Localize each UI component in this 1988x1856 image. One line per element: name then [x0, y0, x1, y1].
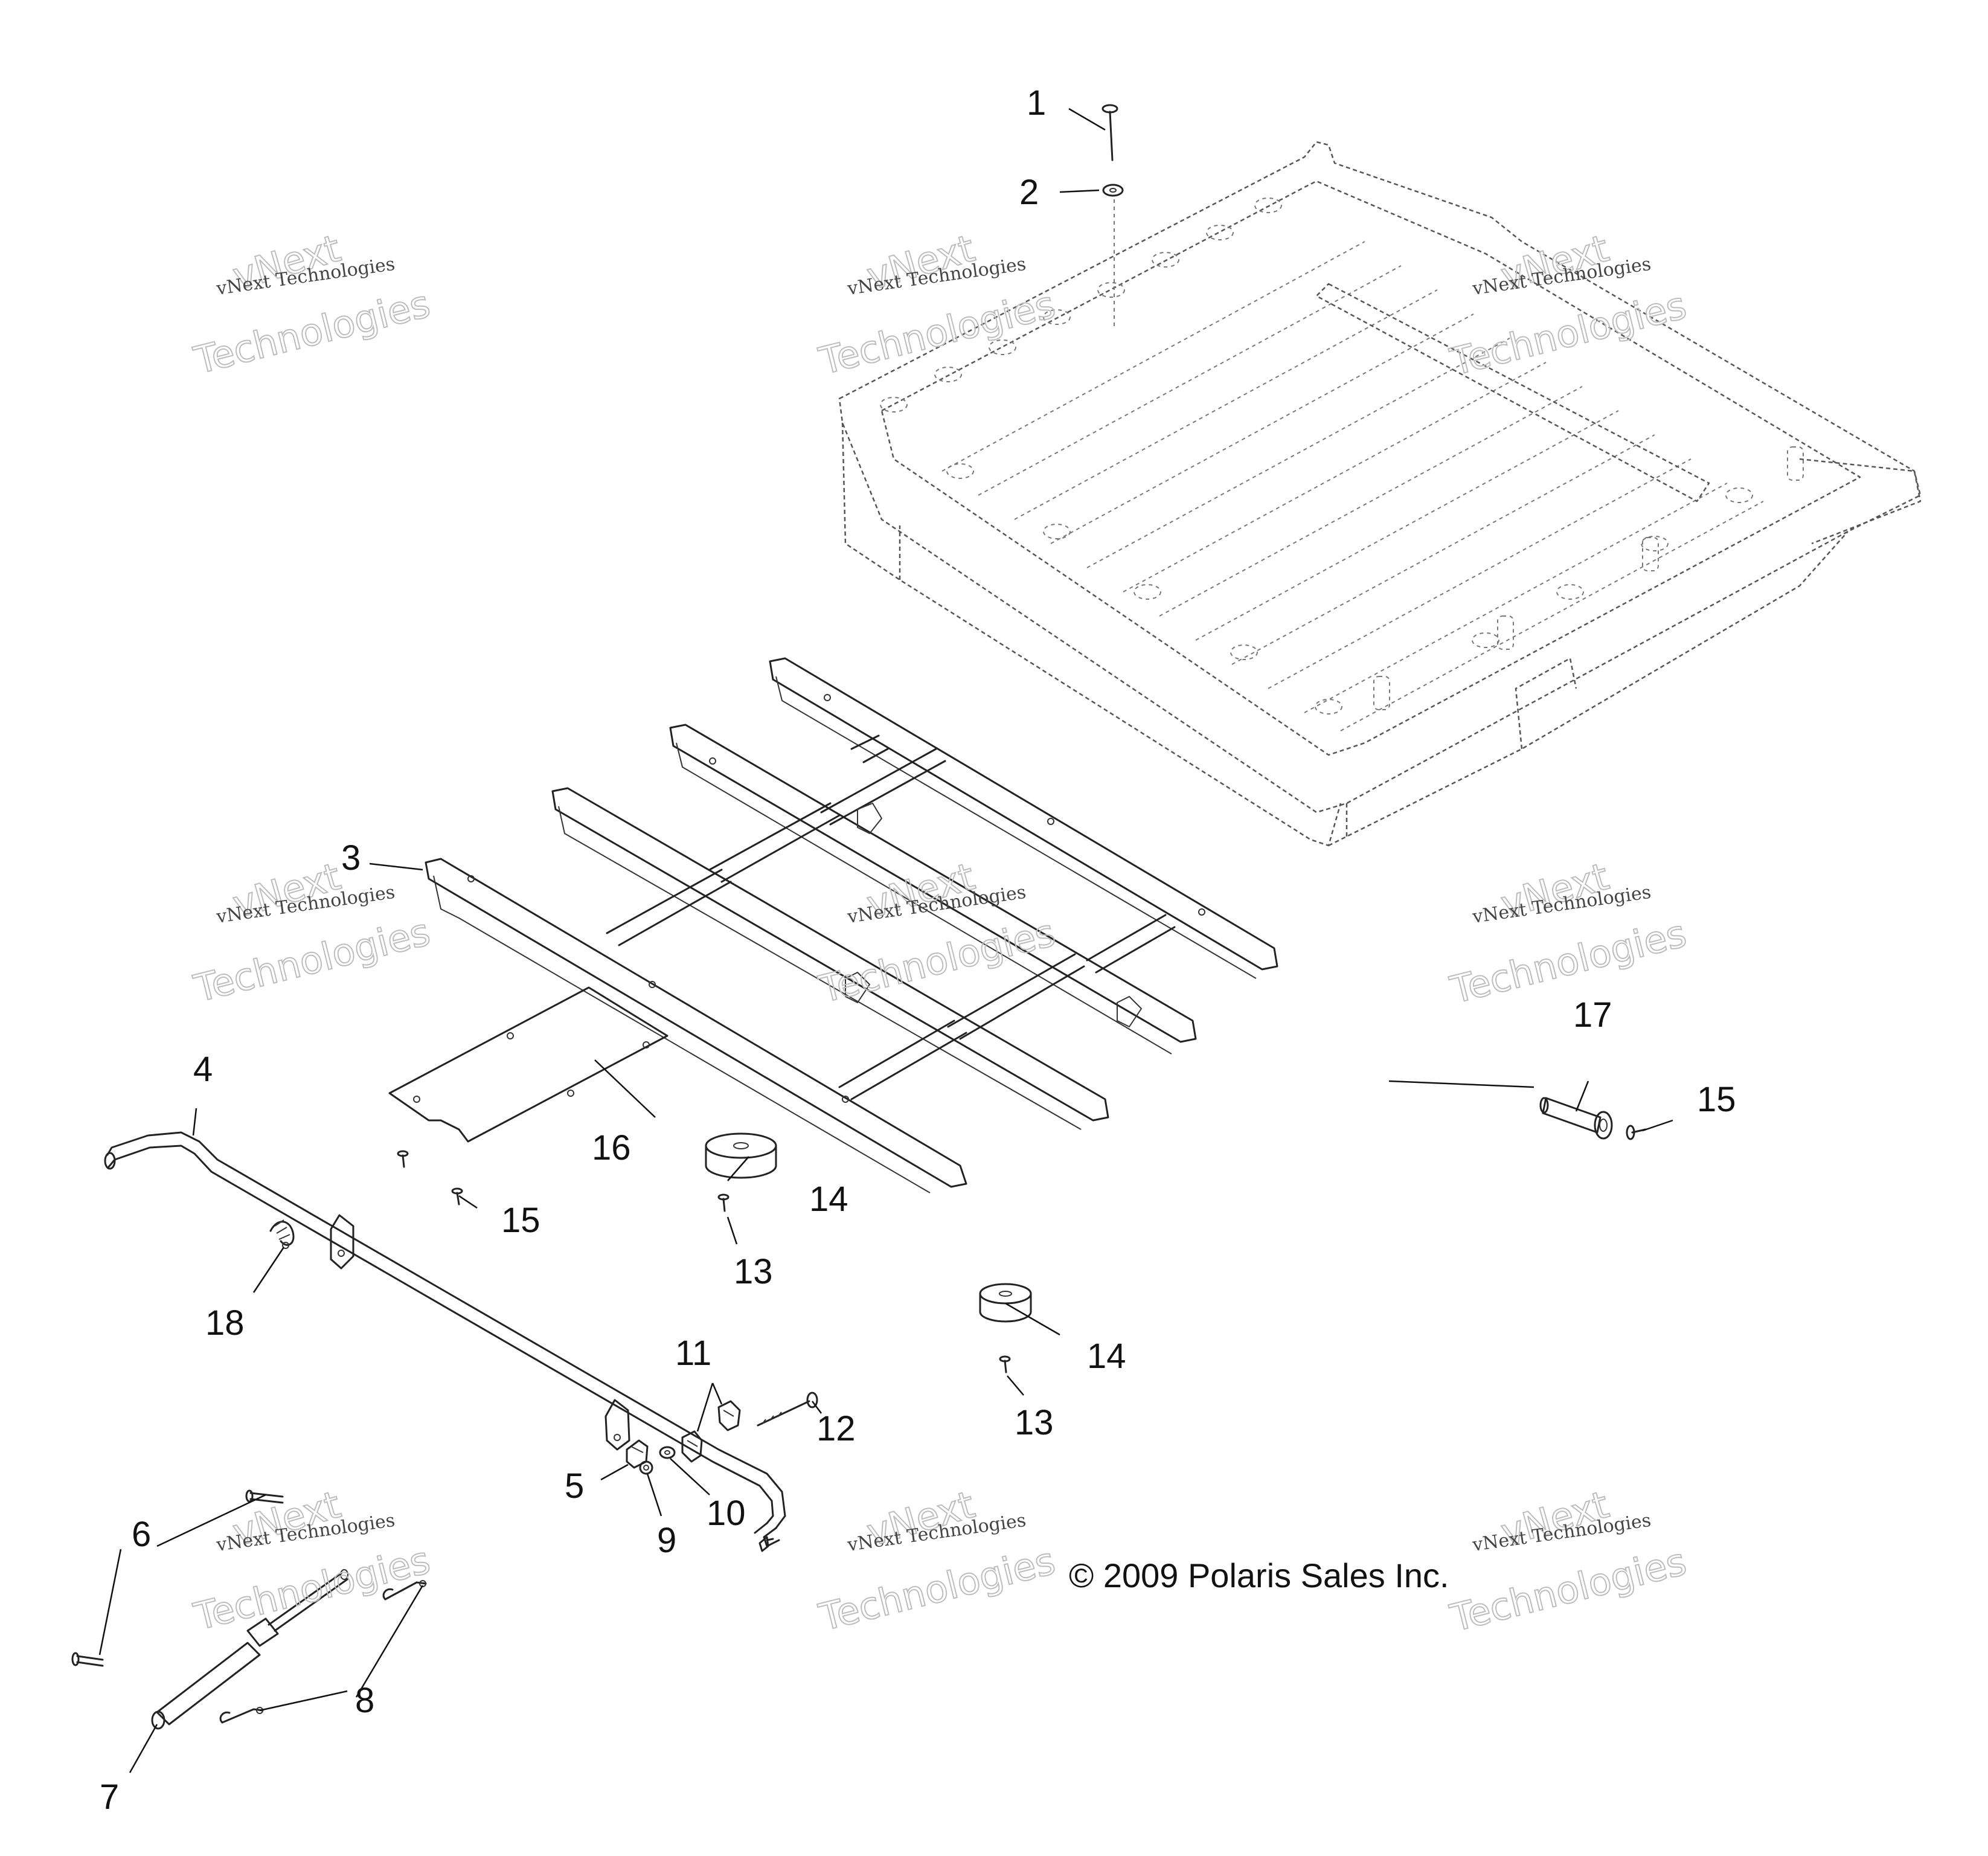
screw-part-15c — [1626, 1125, 1647, 1140]
callout-3: 3 — [341, 838, 361, 878]
bolt-part-1 — [1101, 104, 1118, 161]
callout-14-lower: 14 — [1087, 1337, 1126, 1376]
bolt-part-12 — [757, 1392, 818, 1427]
watermark-5: vNext vNext Technologies Technologies — [814, 853, 1060, 1012]
callout-4: 4 — [193, 1050, 213, 1089]
callout-1: 1 — [1027, 83, 1046, 123]
callout-6: 6 — [132, 1515, 151, 1554]
callout-7: 7 — [100, 1777, 119, 1817]
callout-13-upper: 13 — [734, 1252, 773, 1291]
watermark-2: vNext vNext Technologies Technologies — [814, 225, 1060, 384]
clamp-part-11a — [681, 1430, 703, 1463]
lever-rod-part-4 — [104, 1131, 786, 1552]
callout-11: 11 — [675, 1334, 711, 1373]
pin-part-6b — [71, 1652, 104, 1667]
screw-part-15b — [451, 1187, 463, 1206]
callout-15-right: 15 — [1697, 1080, 1736, 1119]
clamp-part-11b — [717, 1400, 741, 1431]
bumper-part-14a — [705, 1132, 777, 1179]
watermarks: vNext vNext Technologies Technologies vN… — [189, 225, 1691, 1641]
callout-8: 8 — [355, 1681, 374, 1720]
clip-part-8b — [219, 1707, 264, 1724]
watermark-1: vNext vNext Technologies Technologies — [189, 225, 435, 383]
callout-2: 2 — [1019, 173, 1039, 212]
watermark-8: vNext vNext Technologies Technologies — [814, 1482, 1060, 1640]
cargo-box — [838, 141, 1922, 847]
watermark-4: vNext vNext Technologies Technologies — [189, 853, 435, 1011]
washer-part-10 — [659, 1446, 676, 1459]
callout-labels: 1 2 3 4 5 6 7 8 9 10 11 12 13 13 14 14 1… — [100, 83, 1736, 1817]
spring-clip-part-18 — [269, 1219, 295, 1249]
screw-part-15a — [397, 1150, 409, 1168]
callout-13-lower: 13 — [1015, 1403, 1054, 1442]
callout-14-upper: 14 — [809, 1180, 848, 1219]
callout-5: 5 — [565, 1466, 584, 1506]
callout-16: 16 — [592, 1128, 631, 1167]
callout-18: 18 — [205, 1303, 245, 1343]
frame-part-3 — [425, 657, 1278, 1193]
sleeve-part-17 — [1539, 1097, 1613, 1140]
callout-10: 10 — [707, 1494, 746, 1533]
cargo-box-floor-ribs — [941, 241, 1764, 731]
watermark-7: vNext vNext Technologies Technologies — [189, 1482, 435, 1639]
callout-12: 12 — [816, 1409, 856, 1448]
bushing-part-5 — [626, 1439, 649, 1469]
bumper-part-14b — [979, 1283, 1032, 1323]
plate-part-16 — [388, 986, 669, 1143]
nut-part-9 — [639, 1460, 653, 1475]
callout-15-left: 15 — [501, 1201, 540, 1240]
watermark-3: vNext vNext Technologies Technologies — [1445, 225, 1691, 385]
leader-lines — [98, 108, 1673, 1773]
copyright-notice: © 2009 Polaris Sales Inc. — [1069, 1556, 1449, 1594]
callout-17: 17 — [1573, 995, 1612, 1035]
screw-part-13b — [999, 1355, 1011, 1373]
screw-part-13a — [717, 1193, 729, 1212]
watermark-9: vNext vNext Technologies Technologies — [1445, 1482, 1691, 1641]
cargo-box-stake-pockets — [880, 197, 1753, 714]
callout-9: 9 — [657, 1521, 676, 1560]
watermark-6: vNext vNext Technologies Technologies — [1445, 853, 1691, 1013]
gas-strut-part-7 — [151, 1569, 348, 1730]
cargo-box-tie-downs — [1373, 446, 1804, 710]
washer-part-2 — [1102, 184, 1124, 197]
